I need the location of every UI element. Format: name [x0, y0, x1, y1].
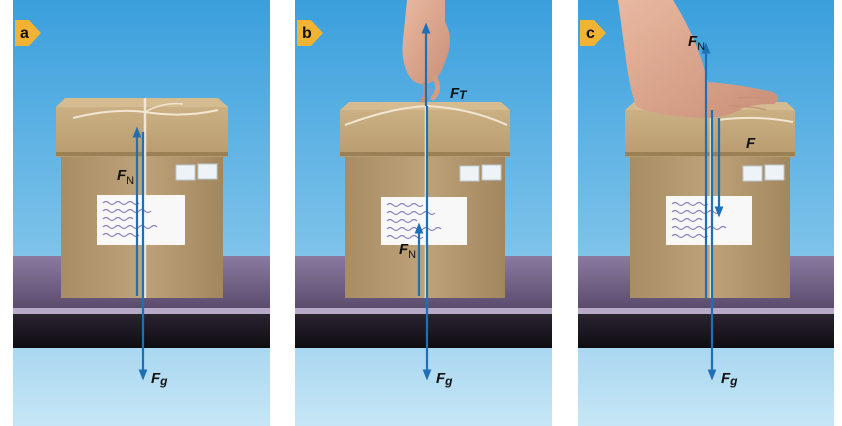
svg-text:b: b: [302, 25, 312, 42]
applied-force-label: F: [746, 135, 756, 152]
table-edge: [578, 308, 834, 314]
panel-b: FT FN Fg b: [295, 0, 552, 426]
stamp: [765, 165, 784, 180]
stamp: [460, 166, 479, 181]
stamp: [482, 165, 501, 180]
table-front: [578, 314, 834, 348]
table-edge: [295, 308, 552, 314]
svg-text:a: a: [20, 25, 29, 42]
stamp: [198, 164, 217, 179]
svg-text:c: c: [586, 25, 595, 42]
tension-force-label: FT: [450, 85, 468, 102]
panel-a: FN Fg a: [13, 0, 270, 426]
box: [340, 102, 510, 298]
table-edge: [13, 308, 270, 314]
table-front: [13, 314, 270, 348]
table-front: [295, 314, 552, 348]
panel-c: FN F Fg c: [578, 0, 834, 426]
box: [625, 102, 795, 298]
stamp: [743, 166, 762, 181]
stamp: [176, 165, 195, 180]
